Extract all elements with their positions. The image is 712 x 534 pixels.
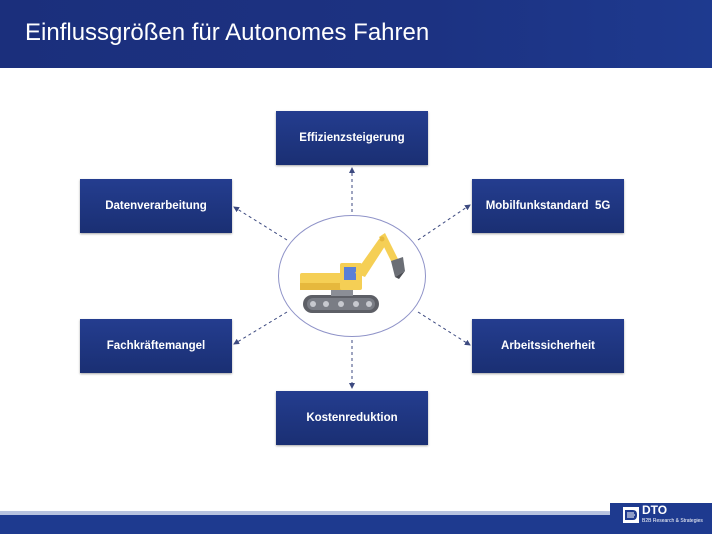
factor-label: Fachkräftemangel bbox=[106, 340, 206, 352]
factor-box-mobilfunkstandard: Mobilfunkstandard 5G bbox=[472, 179, 624, 233]
factor-box-datenverarbeitung: Datenverarbeitung bbox=[80, 179, 232, 233]
factor-box-fachkraeftemangel: Fachkräftemangel bbox=[80, 319, 232, 373]
logo-name: DTO bbox=[642, 503, 668, 517]
dto-logo-mark-icon bbox=[623, 507, 639, 523]
excavator-icon bbox=[300, 233, 405, 313]
footer-band bbox=[0, 515, 712, 534]
factor-label: Effizienzsteigerung bbox=[299, 132, 405, 144]
arrow-to-mobilfunkstandard bbox=[417, 204, 471, 241]
header-bar: Einflussgrößen für Autonomes Fahren bbox=[0, 0, 712, 68]
factor-box-effizienzsteigerung: Effizienzsteigerung bbox=[276, 111, 428, 165]
factor-label: Datenverarbeitung bbox=[105, 200, 207, 212]
logo-tagline: B2B Research & Strategies bbox=[642, 518, 703, 524]
factor-box-arbeitssicherheit: Arbeitssicherheit bbox=[472, 319, 624, 373]
factor-label: Arbeitssicherheit bbox=[501, 340, 595, 352]
factor-label: Kostenreduktion bbox=[306, 412, 398, 424]
page-title: Einflussgrößen für Autonomes Fahren bbox=[25, 19, 430, 46]
arrow-to-datenverarbeitung bbox=[233, 206, 288, 241]
factor-box-kostenreduktion: Kostenreduktion bbox=[276, 391, 428, 445]
arrow-to-arbeitssicherheit bbox=[417, 311, 471, 346]
factor-label: Mobilfunkstandard 5G bbox=[485, 200, 611, 212]
arrow-to-fachkraeftemangel bbox=[233, 311, 288, 345]
